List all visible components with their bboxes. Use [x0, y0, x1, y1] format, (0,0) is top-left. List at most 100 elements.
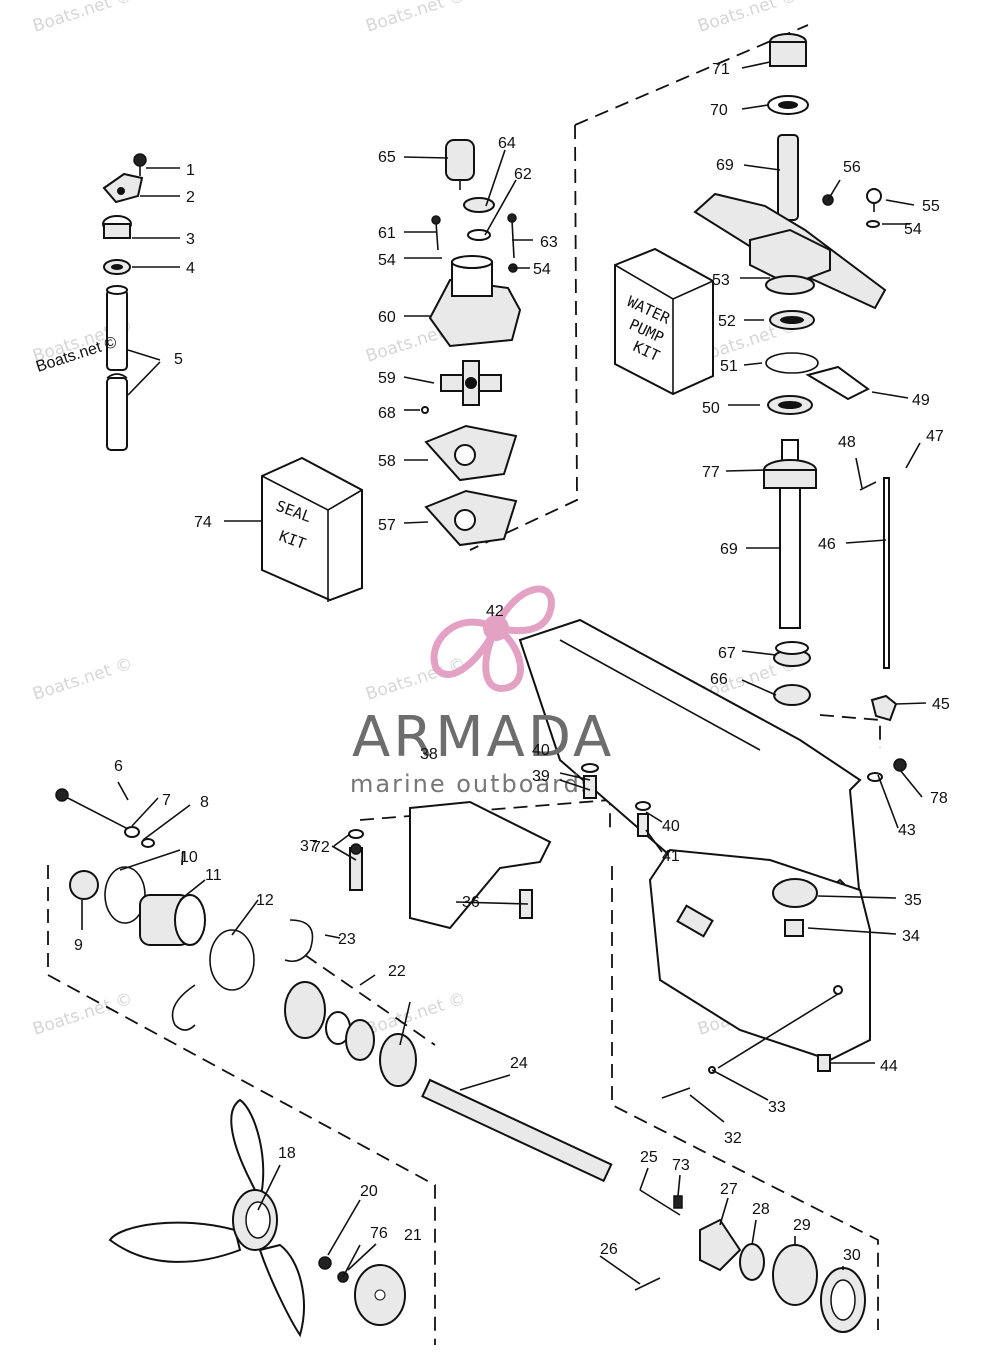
leader-line [559, 779, 591, 791]
leader-line [639, 1167, 649, 1191]
leader-line [899, 769, 923, 798]
callout-3: 3 [186, 231, 195, 248]
leader-line [645, 829, 663, 853]
callout-37: 37 [300, 838, 318, 855]
callout-18: 18 [278, 1145, 296, 1162]
water-pump-parts [421, 139, 522, 547]
leader-line [142, 804, 191, 841]
callout-41: 41 [662, 848, 680, 865]
callout-62: 62 [514, 166, 532, 183]
callout-71: 71 [712, 61, 730, 78]
callout-29: 29 [793, 1217, 811, 1234]
callout-56: 56 [843, 159, 861, 176]
callout-33: 33 [768, 1099, 786, 1116]
callout-8: 8 [200, 794, 209, 811]
callout-42: 42 [486, 603, 504, 620]
leader-line [359, 974, 376, 986]
callout-54: 54 [904, 221, 922, 238]
callout-49: 49 [912, 392, 930, 409]
leader-line [347, 1243, 377, 1271]
callout-34: 34 [902, 928, 920, 945]
leader-line [342, 1244, 361, 1278]
callout-39: 39 [532, 768, 550, 785]
leader-line [817, 895, 897, 899]
watermark-text: Boats.net © [695, 0, 800, 37]
callout-10: 10 [180, 849, 198, 866]
watermark-text: Boats.net © [30, 0, 135, 37]
callout-28: 28 [752, 1201, 770, 1218]
parts-top-left [102, 153, 147, 451]
leader-line [645, 811, 663, 823]
callout-65: 65 [378, 149, 396, 166]
leader-line [725, 469, 767, 472]
callout-26: 26 [600, 1241, 618, 1258]
callout-43: 43 [898, 822, 916, 839]
leader-line [689, 1094, 725, 1123]
leader-line [719, 1197, 729, 1226]
callout-50: 50 [702, 400, 720, 417]
callout-12: 12 [256, 892, 274, 909]
leader-line [741, 61, 771, 69]
driveshaft-parts [693, 33, 898, 722]
callout-51: 51 [720, 358, 738, 375]
leader-line [807, 927, 897, 935]
callout-40: 40 [662, 818, 680, 835]
callout-22: 22 [388, 963, 406, 980]
callout-77: 77 [702, 464, 720, 481]
propshaft-parts [55, 788, 866, 1333]
leader-line [743, 164, 781, 171]
callout-25: 25 [640, 1149, 658, 1166]
callout-54: 54 [533, 261, 551, 278]
leader-line [559, 772, 591, 781]
leader-line [127, 361, 161, 396]
callout-70: 70 [710, 102, 728, 119]
callout-47: 47 [926, 428, 944, 445]
leader-line [484, 179, 517, 236]
callout-1: 1 [186, 162, 195, 179]
leader-line [127, 349, 161, 361]
leader-line [179, 879, 206, 901]
leader-line [455, 901, 529, 905]
callout-48: 48 [838, 434, 856, 451]
callout-23: 23 [338, 931, 356, 948]
leader-line [331, 845, 357, 861]
callout-27: 27 [720, 1181, 738, 1198]
leader-line [403, 156, 449, 159]
callout-78: 78 [930, 790, 948, 807]
callout-59: 59 [378, 370, 396, 387]
callout-73: 73 [672, 1157, 690, 1174]
leader-line [131, 797, 159, 827]
brand-logo: ARMADA marine outboards [350, 585, 614, 798]
callout-2: 2 [186, 189, 195, 206]
callout-61: 61 [378, 225, 396, 242]
leader-line [711, 1069, 769, 1101]
leader-line [895, 702, 927, 705]
callout-11: 11 [205, 867, 222, 884]
callout-38: 38 [420, 746, 438, 763]
callout-6: 6 [114, 758, 123, 775]
leader-line [333, 833, 351, 847]
brand-name: ARMADA [352, 705, 614, 770]
leader-line [403, 521, 429, 524]
leader-line [117, 781, 129, 801]
leader-line [871, 391, 909, 399]
callout-5: 5 [174, 351, 183, 368]
callout-4: 4 [186, 260, 195, 277]
callout-36: 36 [462, 894, 480, 911]
callout-32: 32 [724, 1130, 742, 1147]
callout-69: 69 [720, 541, 738, 558]
callout-64: 64 [498, 135, 516, 152]
callout-20: 20 [360, 1183, 378, 1200]
callout-69: 69 [716, 157, 734, 174]
seal-kit-box: SEAL KIT [261, 456, 363, 602]
leader-line [599, 1255, 641, 1285]
callout-7: 7 [162, 792, 171, 809]
callout-60: 60 [378, 309, 396, 326]
callout-46: 46 [818, 536, 836, 553]
leader-line [751, 1219, 757, 1246]
callout-40: 40 [532, 742, 550, 759]
leader-line [399, 1001, 411, 1046]
trim-tab-parts [348, 763, 651, 930]
